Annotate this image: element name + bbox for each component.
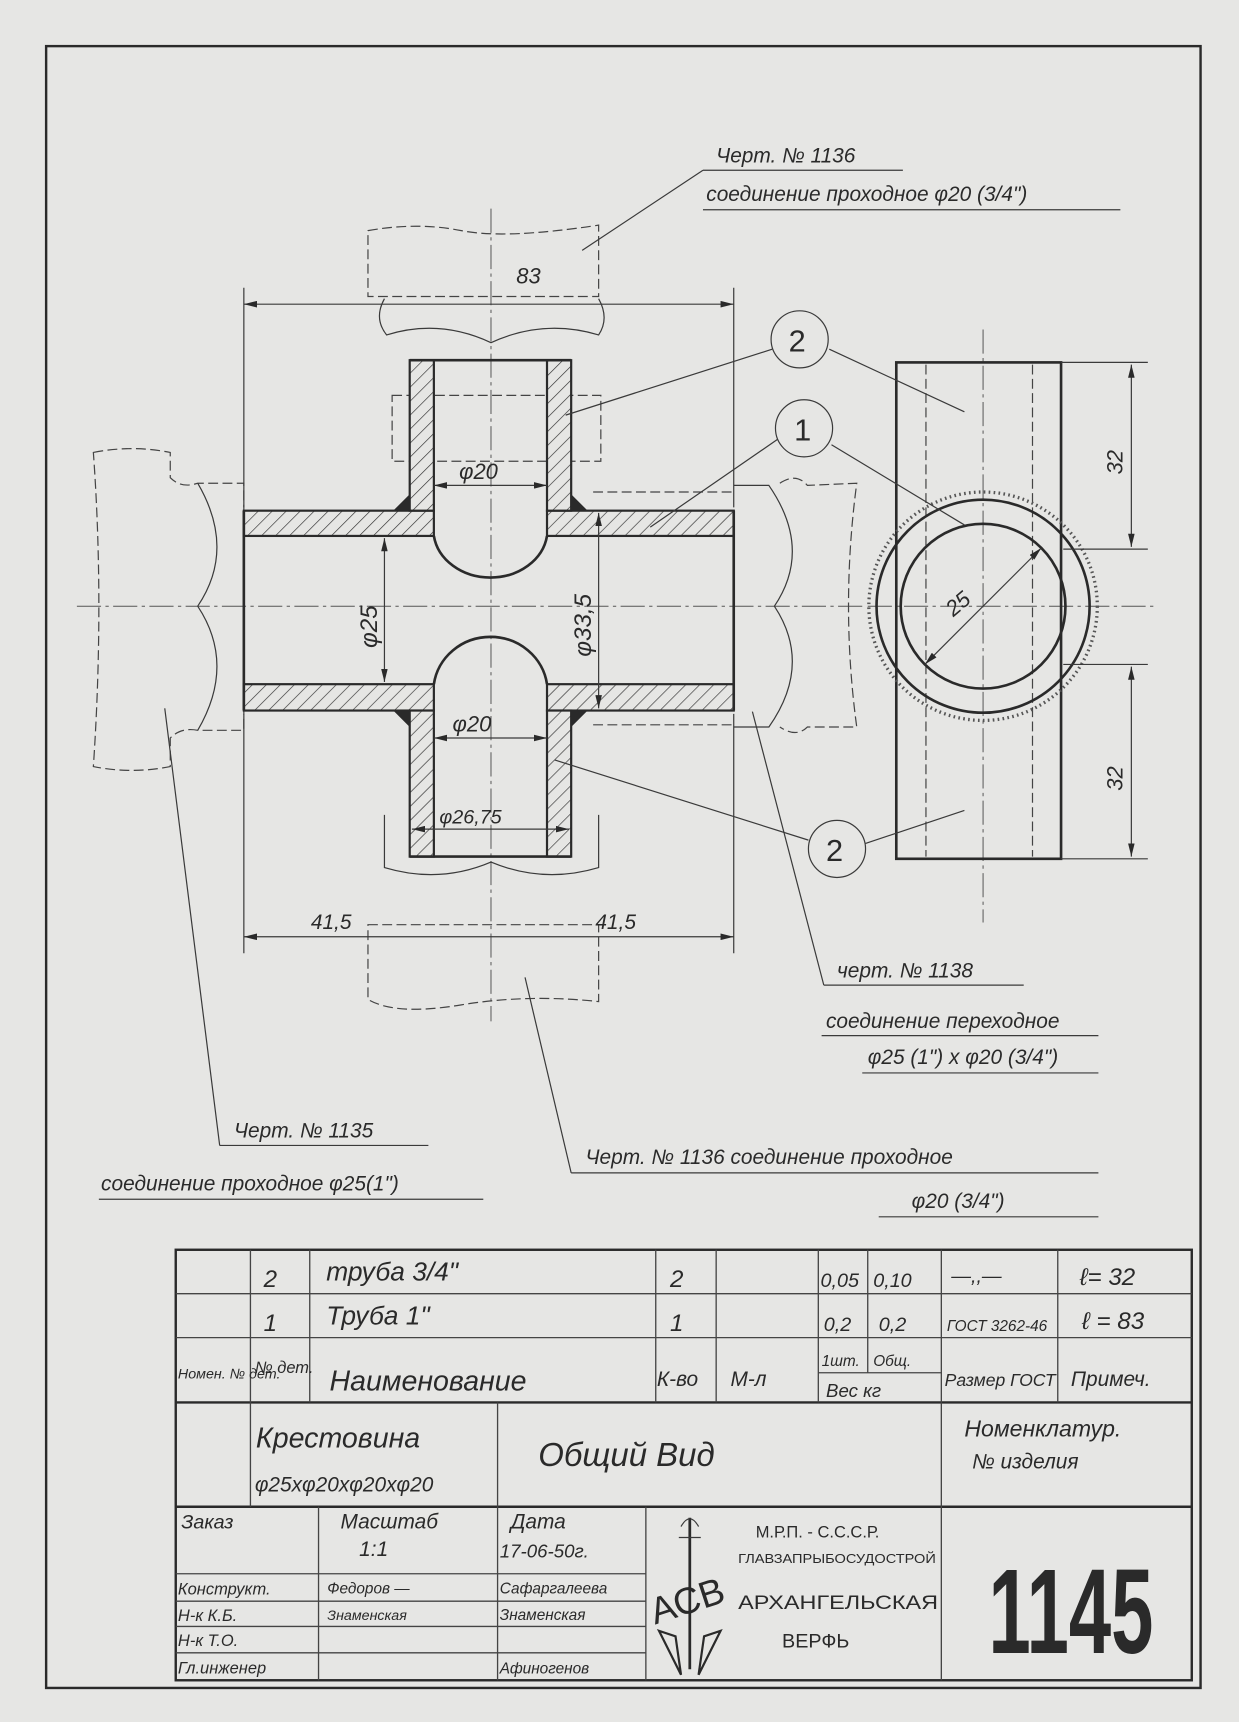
ref-top-desc: соединение проходное φ20 (3/4") bbox=[706, 183, 1027, 206]
ref-left-desc: соединение проходное φ25(1") bbox=[101, 1172, 399, 1195]
dim-branch-outer: φ26,75 bbox=[439, 807, 502, 829]
intersection-curve-top bbox=[432, 535, 549, 579]
ref-right-desc: соединение переходное bbox=[826, 1010, 1059, 1033]
date-label: Дата bbox=[509, 1511, 566, 1534]
ref-right-title: черт. № 1138 bbox=[837, 959, 973, 982]
table-cell-text: 2 bbox=[263, 1266, 278, 1293]
parts-list-header: Номен. № дет. № дет. Наименование К-во М… bbox=[178, 1353, 1151, 1401]
part-size: φ25xφ20xφ20xφ20 bbox=[255, 1473, 434, 1496]
phantom-connector-left bbox=[92, 448, 245, 771]
dim-half-right: 41,5 bbox=[595, 911, 636, 934]
table-cell-text: Общ. bbox=[873, 1353, 911, 1370]
drawing-number: 1145 bbox=[989, 1544, 1154, 1679]
table-cell-text: ГОСТ 3262-46 bbox=[947, 1318, 1048, 1335]
signature-designer: Федоров — bbox=[327, 1581, 410, 1598]
name-chief-engineer: Афиногенов bbox=[499, 1661, 589, 1678]
balloon-part-1: 1 bbox=[794, 412, 811, 447]
dim-side-bottom: 32 bbox=[1103, 766, 1128, 790]
phantom-connector-bottom bbox=[367, 814, 600, 1010]
ref-left-title: Черт. № 1135 bbox=[234, 1120, 374, 1143]
ref-bottom-desc: Черт. № 1136 соединение проходное bbox=[585, 1146, 952, 1169]
phantom-connector-top bbox=[367, 224, 605, 462]
parts-list-table: 2 труба 3/4" 2 0,05 0,10 —,,— ℓ= 32 1 Тр… bbox=[174, 1248, 1193, 1682]
dim-side-diameter: 25 bbox=[940, 586, 976, 622]
scale-label: Масштаб bbox=[341, 1511, 440, 1534]
name-head-design: Знаменская bbox=[500, 1607, 586, 1624]
table-cell-text: 0,2 bbox=[879, 1314, 906, 1336]
table-cell-text: М-л bbox=[730, 1368, 766, 1391]
dim-branch-inner-top: φ20 bbox=[459, 459, 499, 484]
date-value: 17-06-50г. bbox=[500, 1540, 589, 1561]
table-cell-text: Вес кг bbox=[826, 1380, 881, 1401]
dim-branch-inner-bottom: φ20 bbox=[453, 711, 493, 736]
dim-main-inner: φ25 bbox=[356, 605, 383, 648]
drawing-frame bbox=[44, 44, 1202, 1690]
intersection-curve-bottom bbox=[432, 635, 549, 685]
table-cell-text: 1 bbox=[670, 1310, 683, 1337]
table-cell-text: 1 bbox=[264, 1310, 277, 1337]
title-block: Крестовина φ25xφ20xφ20xφ20 Общий Вид Ном… bbox=[175, 1402, 1192, 1681]
shipyard-logo: АСВ bbox=[645, 1517, 730, 1676]
part-name: Крестовина bbox=[256, 1422, 420, 1454]
part-balloons: 2 1 2 bbox=[554, 310, 965, 879]
ref-right-size: φ25 (1") x φ20 (3/4") bbox=[868, 1046, 1058, 1069]
reference-annotations: Черт. № 1136 соединение проходное φ20 (3… bbox=[98, 145, 1121, 1218]
org-line-2: ГЛАВЗАПРЫБОСУДОСТРОЙ bbox=[738, 1551, 936, 1566]
ref-top-title: Черт. № 1136 bbox=[716, 145, 856, 168]
balloon-part-2-bottom: 2 bbox=[826, 833, 843, 868]
table-cell-text: Номен. № дет. bbox=[178, 1366, 281, 1382]
dim-main-outer: φ33,5 bbox=[570, 593, 597, 656]
table-cell-text: К-во bbox=[657, 1368, 698, 1391]
org-line-1: М.Р.П. - С.С.С.Р. bbox=[756, 1524, 880, 1542]
dim-half-left: 41,5 bbox=[311, 911, 352, 934]
table-cell-text: 2 bbox=[669, 1266, 684, 1293]
table-cell-text: 0,2 bbox=[824, 1314, 851, 1336]
table-cell-text: 1шт. bbox=[822, 1353, 860, 1370]
table-cell-text: Наименование bbox=[330, 1365, 527, 1397]
table-cell-text: 0,05 bbox=[821, 1270, 860, 1292]
scale-value: 1:1 bbox=[359, 1538, 388, 1561]
dim-overall-length: 83 bbox=[516, 263, 541, 288]
item-no-label: № изделия bbox=[972, 1450, 1078, 1473]
phantom-connector-right bbox=[593, 477, 858, 734]
logo-letters: АСВ bbox=[645, 1569, 730, 1632]
nomenclature-label: Номенклатур. bbox=[964, 1415, 1121, 1441]
balloon-part-2-top: 2 bbox=[789, 323, 806, 358]
front-section-view: 83 φ20 φ20 φ26,75 φ25 φ33,5 41,5 41,5 bbox=[76, 208, 863, 1022]
view-title: Общий Вид bbox=[538, 1436, 714, 1473]
name-designer: Сафаргалеева bbox=[500, 1581, 608, 1598]
table-cell-text: —,,— bbox=[950, 1266, 1002, 1288]
org-line-4: ВЕРФЬ bbox=[782, 1630, 849, 1652]
parts-row-1: 1 Труба 1" 1 0,2 0,2 ГОСТ 3262-46 ℓ = 83 bbox=[264, 1300, 1145, 1337]
side-view: 25 32 32 bbox=[867, 329, 1154, 923]
table-cell-text: № дет. bbox=[255, 1359, 314, 1377]
signature-head-design: Знаменская bbox=[327, 1608, 407, 1624]
org-line-3: АРХАНГЕЛЬСКАЯ bbox=[738, 1592, 938, 1614]
role-chief-engineer: Гл.инженер bbox=[178, 1660, 266, 1678]
role-designer: Конструкт. bbox=[178, 1581, 271, 1599]
table-cell-text: 0,10 bbox=[873, 1270, 911, 1292]
role-head-design: Н-к К.Б. bbox=[178, 1607, 237, 1625]
parts-row-2: 2 труба 3/4" 2 0,05 0,10 —,,— ℓ= 32 bbox=[263, 1257, 1136, 1294]
table-cell-text: труба 3/4" bbox=[326, 1257, 460, 1287]
table-cell-text: ℓ = 83 bbox=[1081, 1308, 1145, 1335]
table-cell-text: Труба 1" bbox=[326, 1300, 431, 1330]
table-cell-text: ℓ= 32 bbox=[1079, 1264, 1136, 1291]
table-cell-text: Размер ГОСТ bbox=[945, 1370, 1057, 1390]
role-head-tech: Н-к Т.О. bbox=[178, 1632, 238, 1650]
table-cell-text: Примеч. bbox=[1071, 1368, 1151, 1391]
ref-bottom-size: φ20 (3/4") bbox=[912, 1190, 1005, 1213]
dim-side-top: 32 bbox=[1103, 450, 1128, 474]
order-label: Заказ bbox=[181, 1512, 233, 1534]
